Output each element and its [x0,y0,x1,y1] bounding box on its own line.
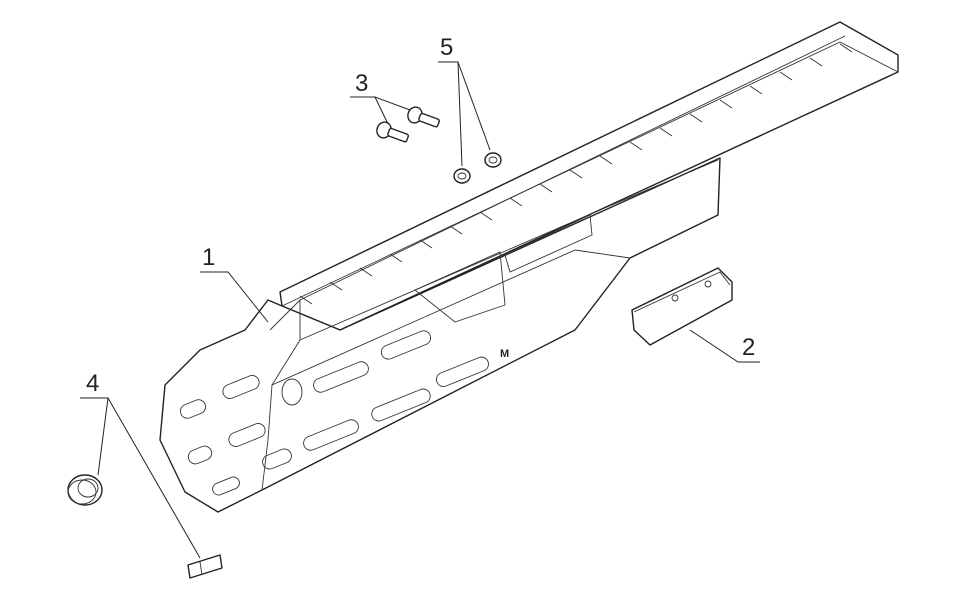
callout-4: 4 [86,370,100,397]
logo-mark: M [500,348,509,360]
handguard-body [159,157,721,513]
callout-2: 2 [742,334,756,361]
mlok-slots [179,330,489,496]
callout-3: 3 [355,70,369,97]
callout-1: 1 [202,244,216,271]
part-2-rail-section [631,267,733,346]
callout-5: 5 [440,34,454,61]
part-1-handguard: M [159,21,899,513]
part-5-washers [453,152,502,184]
leader-lines [80,61,760,559]
rail-slots [299,43,853,305]
part-3-screws [376,106,440,143]
part-4-nut-and-pin [67,474,223,579]
